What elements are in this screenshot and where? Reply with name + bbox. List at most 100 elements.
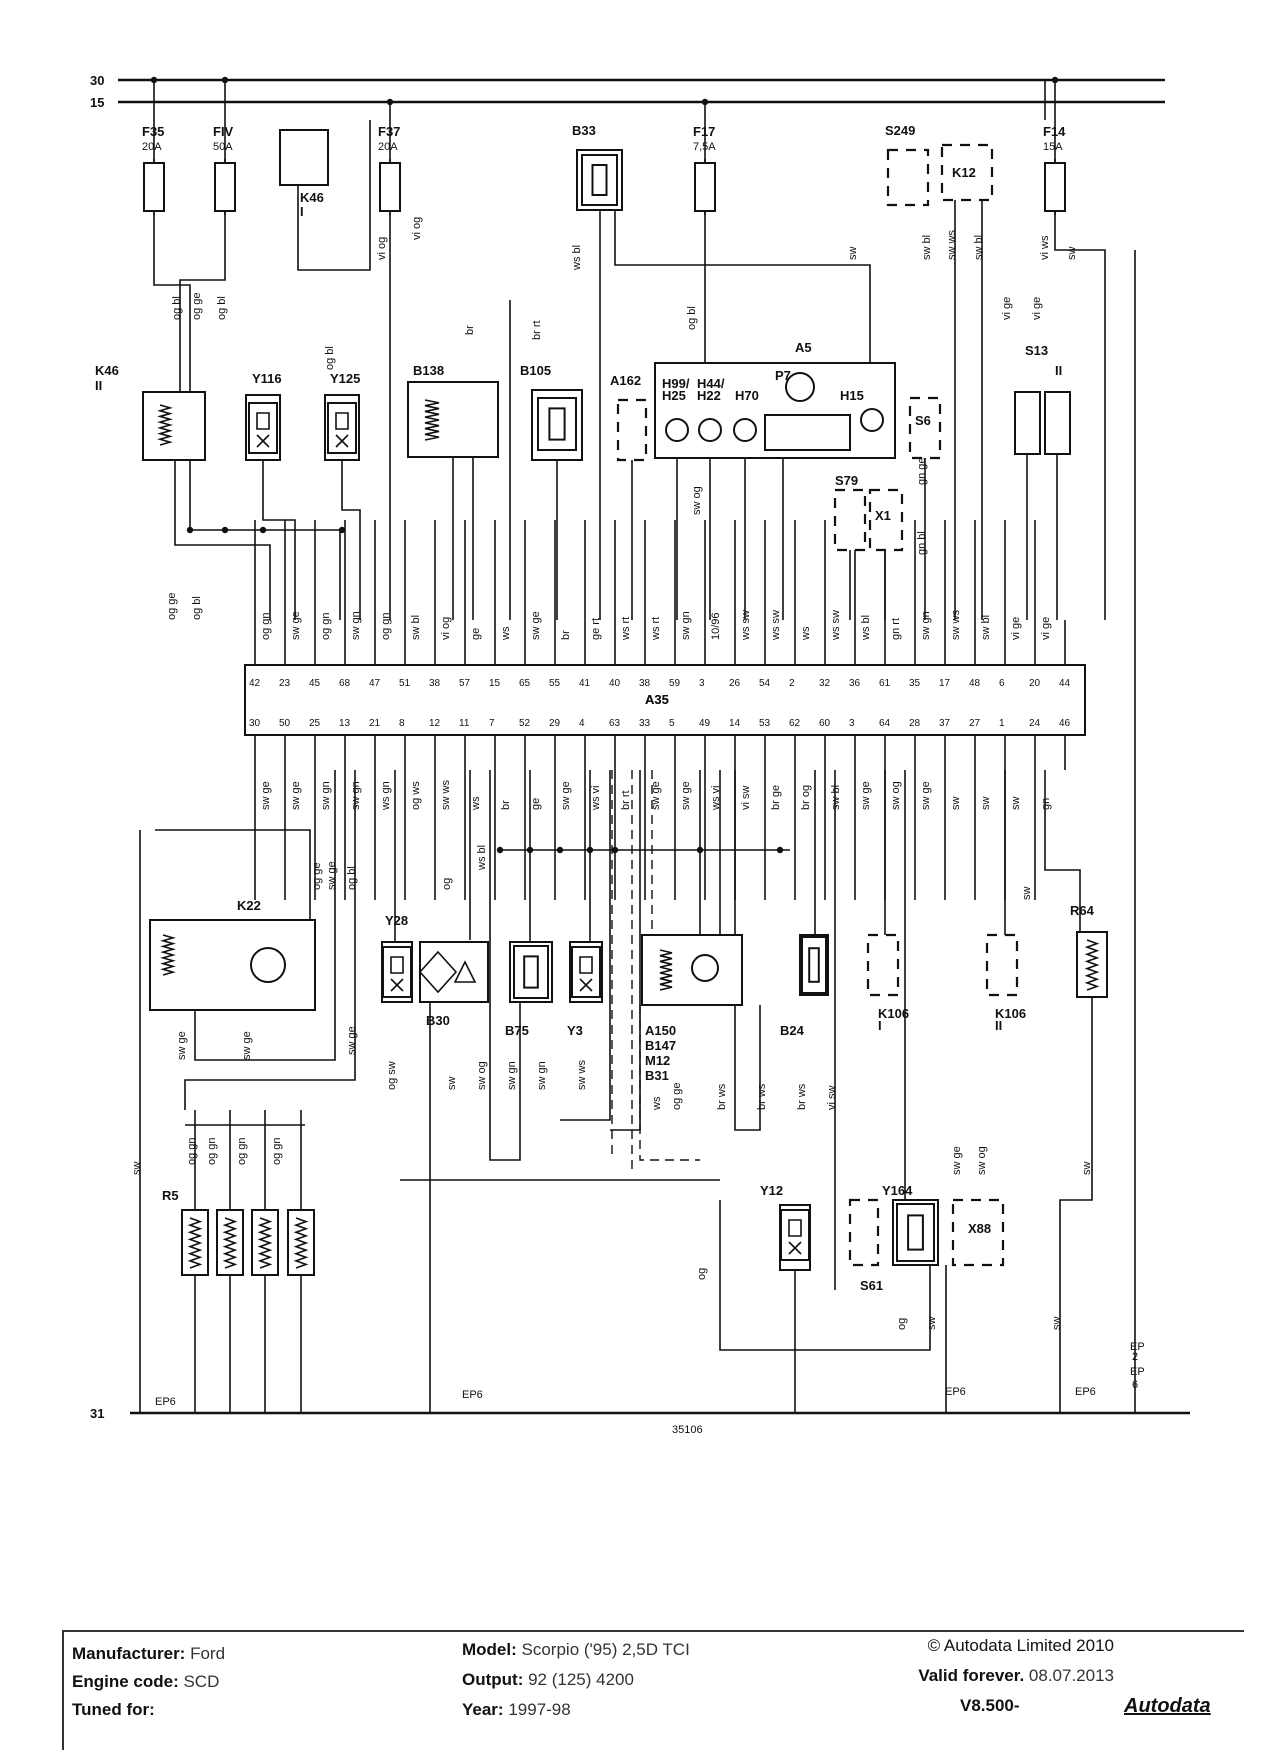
component-label: X1 — [875, 508, 891, 523]
ecu-bottom-pin: 30 — [249, 718, 261, 729]
r5-resistor-0 — [181, 1209, 209, 1276]
ecu-top-pin: 59 — [669, 678, 681, 689]
interconnect-wire — [155, 829, 311, 920]
fuse-id: F37 — [378, 124, 400, 139]
fuse-id: F17 — [693, 124, 715, 139]
component-label: A35 — [645, 692, 669, 707]
Y116-valve — [248, 402, 278, 454]
junction-dot — [221, 76, 229, 84]
fuse-rating: 50A — [213, 141, 233, 153]
top-wire-color: vi og — [440, 617, 452, 640]
Y28-solenoid-icon — [390, 956, 404, 974]
ecu-top-pin: 40 — [609, 678, 621, 689]
interconnect-wire — [184, 770, 356, 1110]
k12-box — [940, 143, 994, 202]
misc-wire-label: og bl — [191, 596, 203, 620]
misc-wire-label: sw og — [691, 486, 703, 515]
misc-wire-label: sw bl — [973, 235, 985, 260]
Y125-valve — [327, 402, 357, 454]
component-label: H15 — [840, 388, 864, 403]
B33-element — [591, 164, 608, 196]
pump-potentiometer — [659, 949, 673, 991]
a162-box — [616, 398, 648, 462]
junction-dot — [150, 76, 158, 84]
misc-wire-label: ws bl — [571, 245, 583, 271]
component-label: Y116 — [252, 371, 282, 386]
misc-wire-label: sw — [1051, 1317, 1063, 1331]
interconnect-wire — [1059, 997, 1093, 1413]
fuse-rating: 20A — [142, 141, 162, 153]
junction-dot — [776, 846, 784, 854]
component-label: S6 — [915, 413, 931, 428]
ecu-top-pin: 54 — [759, 678, 771, 689]
ecu-bottom-pin: 29 — [549, 718, 561, 729]
misc-wire-label: og sw — [386, 1061, 398, 1090]
ecu-top-pin: 65 — [519, 678, 531, 689]
top-wire-color: sw ge — [290, 611, 302, 640]
model-label: Model: — [462, 1640, 517, 1659]
misc-wire-label: sw — [1021, 887, 1033, 901]
junction-dot — [221, 526, 229, 534]
ecu-bottom-pin: 37 — [939, 718, 951, 729]
top-wire-color: og gn — [260, 612, 272, 640]
interconnect-wire — [179, 211, 226, 392]
component-label: I — [878, 1018, 882, 1033]
fuse-id: F14 — [1043, 124, 1066, 139]
bottom-wire-color: ge — [530, 798, 542, 810]
engine-value: SCD — [183, 1672, 220, 1691]
fuse-id: FIV — [213, 124, 234, 139]
Y164-element — [907, 1214, 924, 1251]
interconnect-wire — [1054, 211, 1106, 620]
ecu-top-pin: 17 — [939, 678, 951, 689]
ecu-bottom-pin: 33 — [639, 718, 651, 729]
misc-wire-label: sw — [131, 1162, 143, 1176]
bottom-wire-color: og ws — [410, 781, 422, 810]
ecu-top-pin: 23 — [279, 678, 291, 689]
misc-wire-label: og — [696, 1268, 708, 1280]
autodata-logo: Autodata — [1124, 1695, 1211, 1717]
s13-i-switch — [1014, 391, 1041, 455]
rail-label-15: 15 — [90, 95, 104, 110]
bottom-wire-color: sw bl — [830, 785, 842, 810]
misc-wire-label: br ws — [716, 1083, 728, 1110]
misc-wire-label: vi ge — [1031, 297, 1043, 320]
bottom-wire-color: sw ws — [440, 780, 452, 810]
k46-ii-relay — [142, 391, 206, 461]
misc-wire-label: vi sw — [826, 1086, 838, 1111]
b30-box — [419, 941, 489, 1003]
x88-box — [951, 1198, 1005, 1267]
interconnect-wire — [614, 210, 871, 363]
top-wire-color: ws sw — [770, 610, 782, 641]
component-label: H70 — [735, 388, 759, 403]
top-wire-color: gn rt — [890, 618, 902, 640]
ecu-top-pin: 47 — [369, 678, 381, 689]
output-label: Output: — [462, 1670, 524, 1689]
component-label: K106 — [995, 1006, 1026, 1021]
interconnect-wire — [153, 211, 191, 392]
junction-dot — [1051, 76, 1059, 84]
misc-wire-label: og bl — [324, 346, 336, 370]
B24-element — [808, 947, 820, 983]
Y12-solenoid-icon — [788, 1219, 802, 1237]
component-label: K106 — [878, 1006, 909, 1021]
top-wire-color: ge — [470, 628, 482, 640]
misc-wire-label: sw bl — [921, 235, 933, 260]
interconnect-wire — [174, 460, 271, 620]
misc-wire-label: 2 — [1132, 1351, 1138, 1363]
ecu-top-pin: 20 — [1029, 678, 1041, 689]
component-label: H99/ — [662, 376, 690, 391]
misc-wire-label: sw gn — [506, 1061, 518, 1090]
misc-wire-label: vi ws — [1039, 235, 1051, 260]
ecu-bottom-pin: 8 — [399, 718, 405, 729]
component-label: A5 — [795, 340, 812, 355]
misc-wire-label: og ge — [191, 292, 203, 320]
ecu-top-pin: 15 — [489, 678, 501, 689]
fuse-rating: 15A — [1043, 141, 1063, 153]
misc-wire-label: sw ge — [176, 1031, 188, 1060]
misc-wire-label: og bl — [346, 866, 358, 890]
bottom-wire-color: sw ge — [680, 781, 692, 810]
component-label: II — [995, 1018, 1002, 1033]
ecu-a35 — [244, 664, 1086, 736]
component-label: II — [95, 378, 102, 393]
misc-wire-label: og gn — [271, 1137, 283, 1165]
